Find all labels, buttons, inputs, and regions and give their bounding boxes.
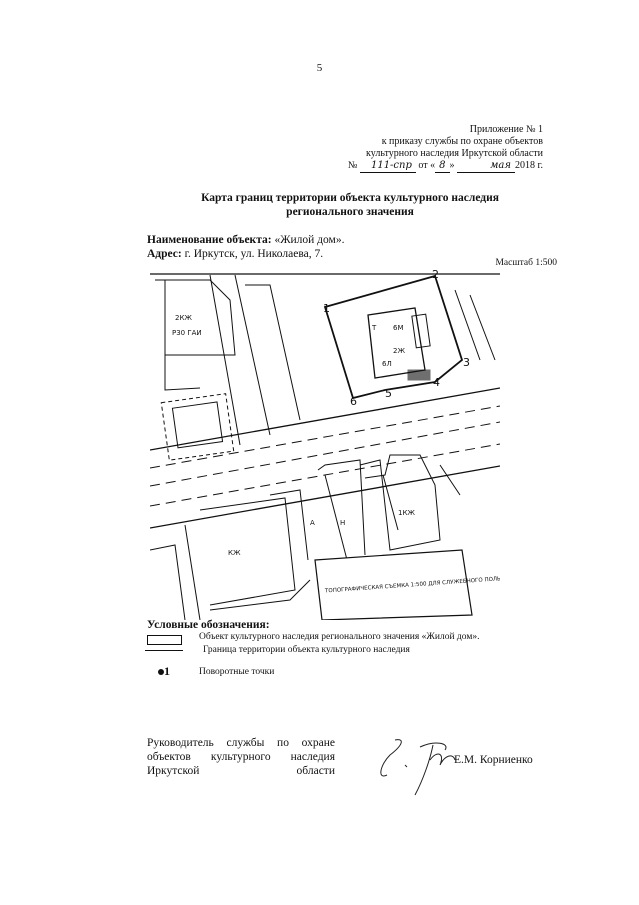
day-handwritten: 8	[435, 160, 450, 173]
day-close: »	[449, 160, 455, 171]
turning-point-1: 1	[323, 302, 330, 315]
turning-point-3: 3	[463, 356, 470, 369]
legend-title: Условные обозначения:	[147, 619, 270, 631]
territory-boundary	[323, 274, 464, 400]
handwritten-signature	[380, 739, 456, 796]
label-n: Н	[340, 519, 345, 527]
legend-rect-symbol	[147, 635, 182, 645]
label-2zh: 2Ж	[393, 347, 405, 355]
legend-item-boundary: Граница территории объекта культурного н…	[203, 645, 410, 655]
address-value: г. Иркутск, ул. Николаева, 7.	[184, 248, 324, 260]
map-labels: 2КЖ Р30 ГАИ 6М 2Ж 6Л 1КЖ КЖ Н А Т	[172, 314, 415, 557]
appendix-line3: культурного наследия Иркутской области	[366, 148, 543, 159]
label-6m: 6М	[393, 324, 404, 332]
map-scale: Масштаб 1:500	[495, 258, 557, 268]
label-kzh: КЖ	[228, 549, 241, 557]
order-number-handwritten: 111-спр	[359, 160, 416, 173]
page-number: 5	[316, 62, 323, 74]
heritage-object-outline	[367, 307, 431, 381]
legend-item-object: Объект культурного наследия региональног…	[199, 632, 480, 642]
legend-item-points: Поворотные точки	[199, 667, 275, 677]
appendix-line1: Приложение № 1	[469, 124, 543, 135]
cadastral-map: 1 2 3 4 5 6 2КЖ Р30 ГАИ 6М 2Ж 6Л 1КЖ КЖ …	[150, 270, 500, 620]
label-gai: Р30 ГАИ	[172, 329, 202, 337]
title-line1: Карта границ территории объекта культурн…	[201, 192, 499, 204]
turning-point-6: 6	[350, 395, 357, 408]
label-a: А	[310, 519, 315, 527]
dot-icon	[158, 669, 164, 676]
label-2kzh: 2КЖ	[175, 314, 192, 322]
document-title: Карта границ территории объекта культурн…	[140, 191, 560, 219]
turning-points: 1 2 3 4 5 6	[323, 270, 470, 408]
number-sign: №	[347, 160, 358, 171]
appendix-line2: к приказу службы по охране объектов	[381, 136, 543, 147]
buildings	[150, 274, 496, 620]
object-info: Наименование объекта: «Жилой дом». Адрес…	[147, 233, 344, 261]
year: 2018 г.	[515, 160, 543, 171]
turning-point-4: 4	[433, 376, 440, 389]
legend-point-symbol: 1	[158, 664, 170, 679]
title-line2: регионального значения	[286, 206, 414, 218]
topographic-stamp: ТОПОГРАФИЧЕСКАЯ СЪЕМКА 1:500 ДЛЯ СЛУЖЕБН…	[314, 549, 500, 620]
signatory-position: Руководитель службы по охране объектов к…	[147, 737, 335, 777]
label-t: Т	[371, 324, 377, 332]
appendix-header: Приложение № 1 к приказу службы по охран…	[348, 124, 543, 173]
object-name-value: «Жилой дом».	[274, 234, 345, 246]
label-1kzh: 1КЖ	[398, 509, 415, 517]
object-name-label: Наименование объекта:	[147, 234, 272, 246]
from-label: от «	[418, 160, 436, 171]
month-handwritten: мая	[457, 160, 516, 173]
legend-point-number: 1	[164, 664, 170, 678]
legend-line-symbol	[145, 650, 183, 651]
turning-point-5: 5	[385, 387, 392, 400]
signatory-name: Е.М. Корниенко	[454, 754, 533, 766]
address-label: Адрес:	[147, 248, 182, 260]
turning-point-2: 2	[432, 270, 439, 281]
label-6l: 6Л	[382, 360, 392, 368]
